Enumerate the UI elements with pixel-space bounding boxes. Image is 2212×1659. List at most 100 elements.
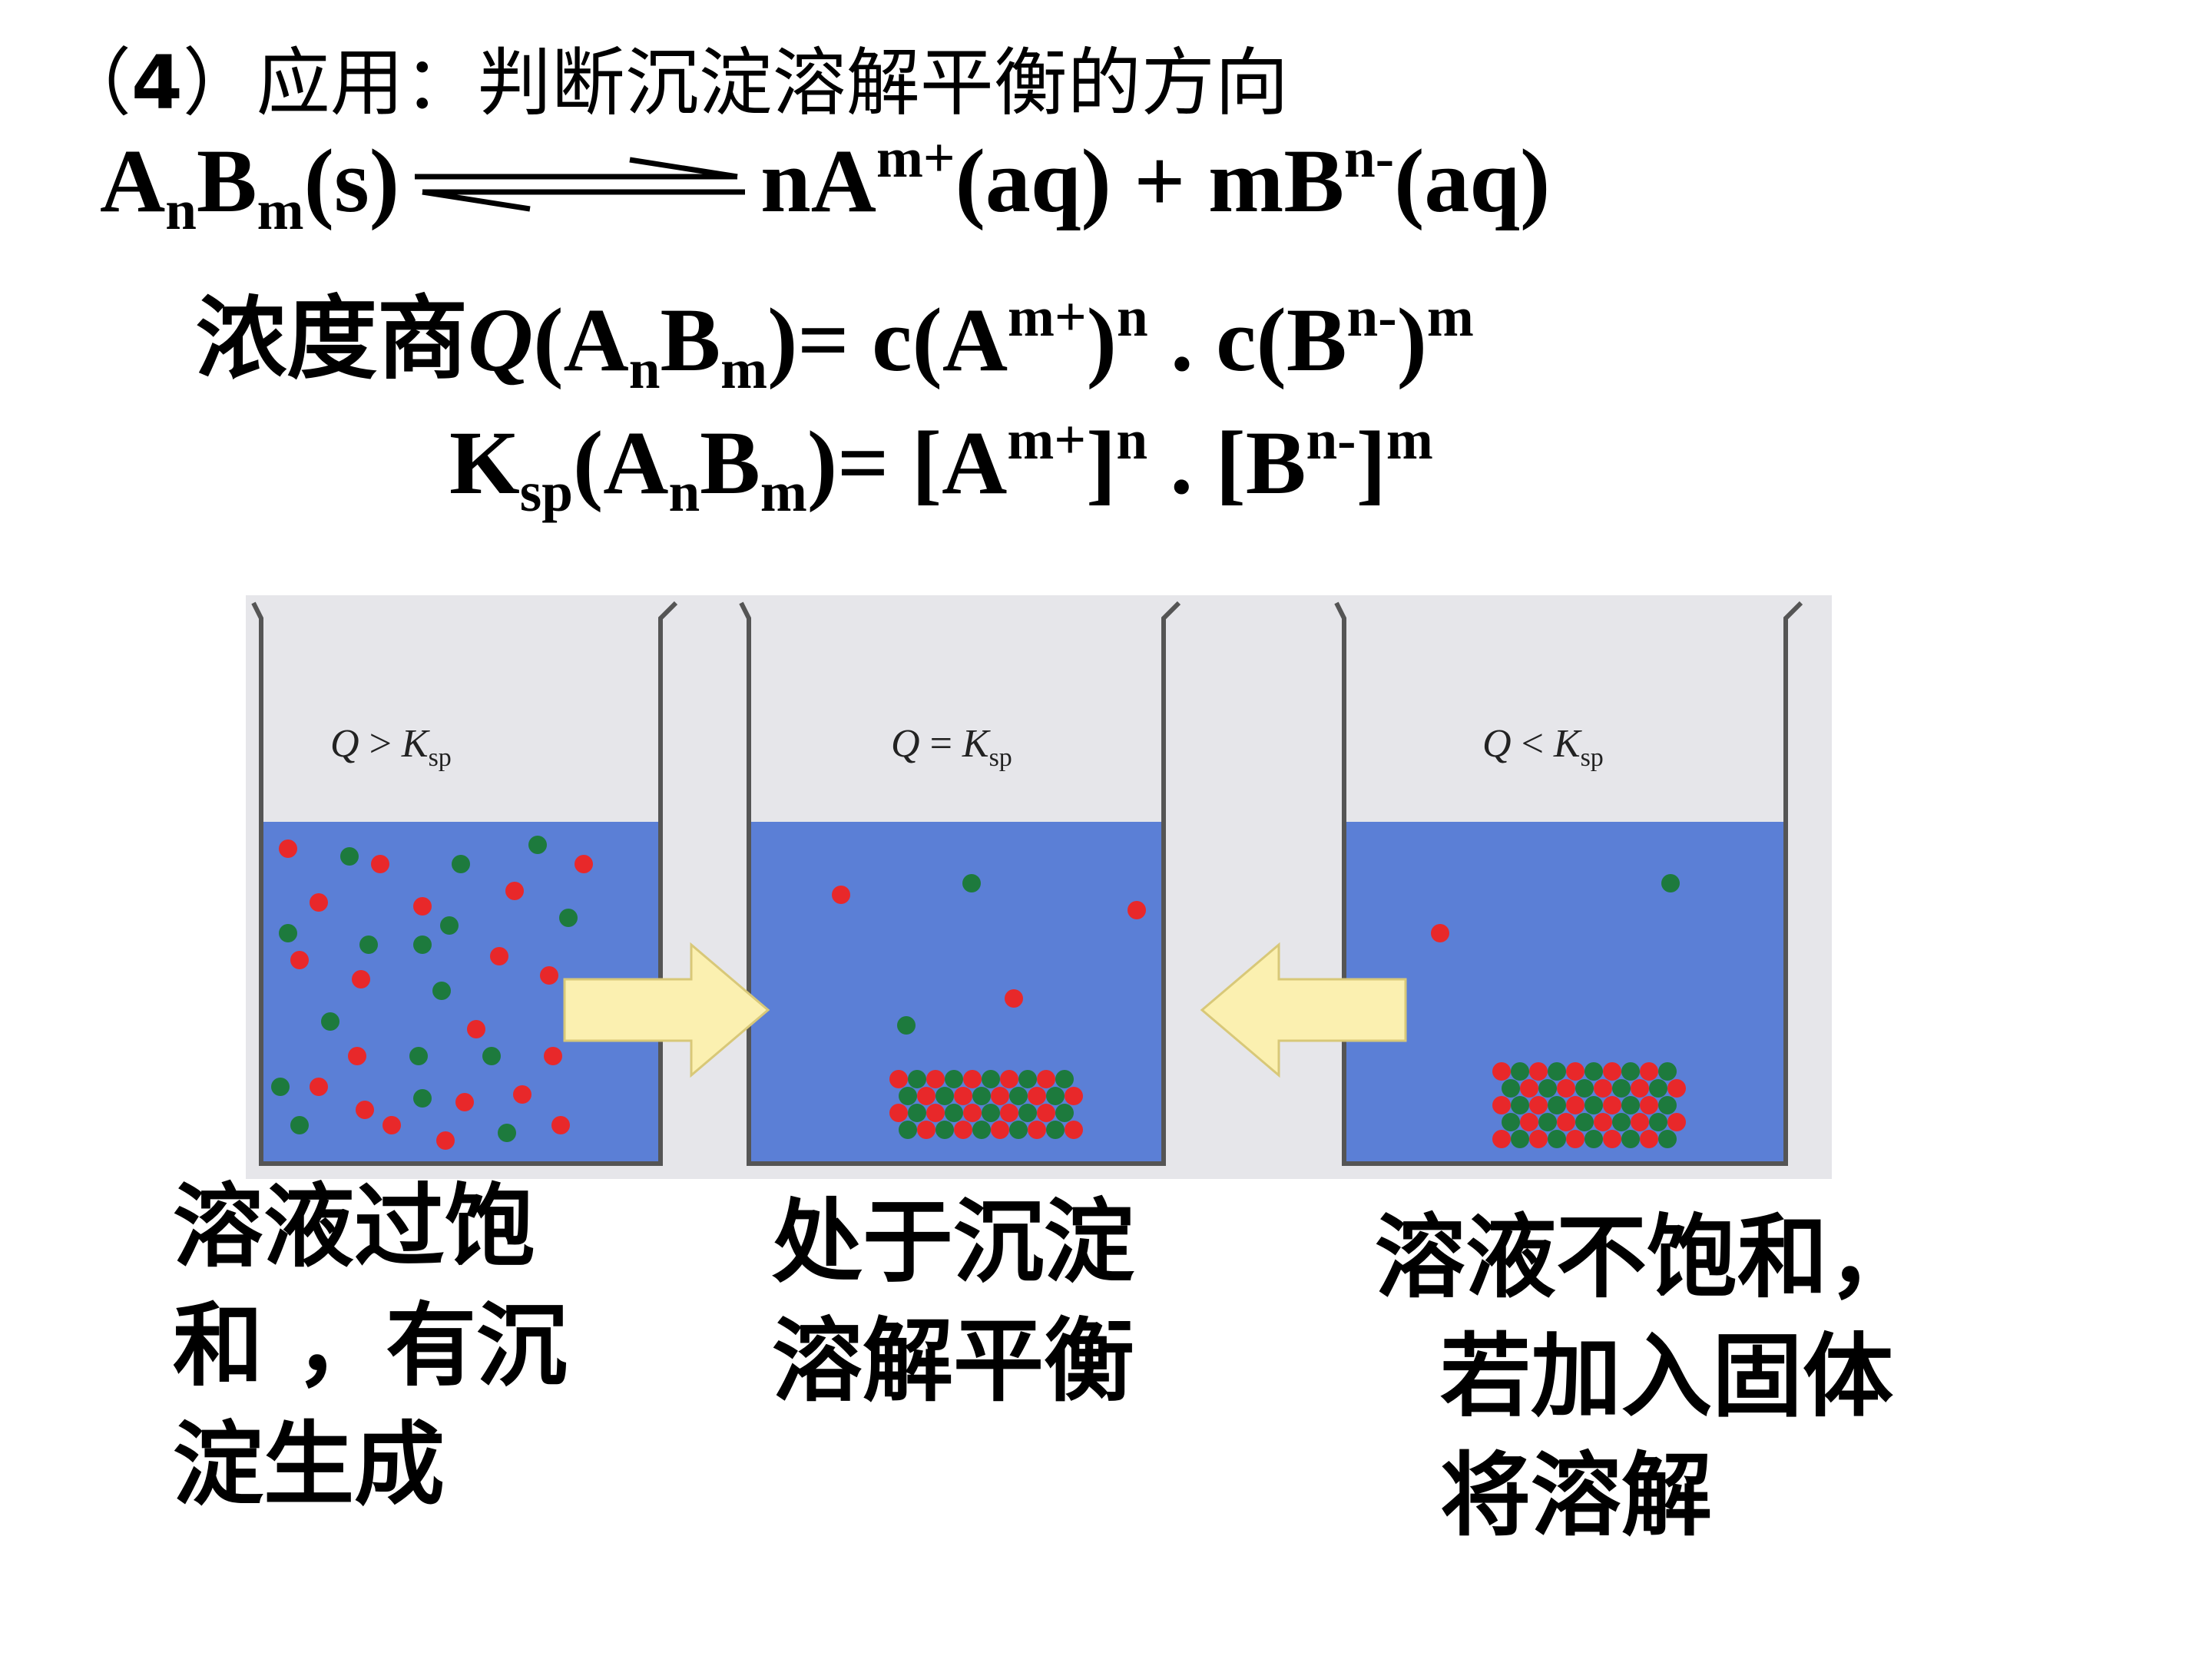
precipitate-particle bbox=[1065, 1087, 1083, 1105]
caption-equilibrium: 处于沉淀 溶解平衡 bbox=[772, 1189, 1135, 1414]
anion-dot bbox=[271, 1078, 290, 1096]
precipitate-particle bbox=[1018, 1104, 1037, 1122]
cation-dot bbox=[310, 893, 328, 912]
cation-dot bbox=[371, 855, 389, 873]
anion-dot bbox=[321, 1012, 339, 1031]
cation-dot bbox=[1431, 924, 1449, 942]
precipitate-particle bbox=[1548, 1096, 1566, 1114]
anion-dot bbox=[279, 924, 297, 942]
precipitate-particle bbox=[889, 1104, 908, 1122]
ksp-expression: Ksp(AnBm)= [Am+]n . [Bn-]m bbox=[449, 408, 1433, 524]
equilibrium-arrow-icon bbox=[415, 157, 746, 212]
precipitate-particle bbox=[1667, 1079, 1686, 1098]
cation-dot bbox=[540, 966, 558, 985]
precipitate-particle bbox=[954, 1121, 972, 1139]
section-heading: （4）应用：判断沉淀溶解平衡的方向 bbox=[58, 40, 1289, 126]
precipitate-particle bbox=[926, 1104, 945, 1122]
precipitate-particle bbox=[1511, 1130, 1529, 1148]
precipitate-particle bbox=[917, 1087, 935, 1105]
precipitate-particle bbox=[1640, 1062, 1658, 1081]
beaker-3: Q < Ksp bbox=[1334, 601, 1803, 1166]
precipitate-particle bbox=[1046, 1121, 1065, 1139]
precipitate-particle bbox=[1594, 1113, 1612, 1131]
beaker-diagram: Q > Ksp Q = Ksp Q < Ksp bbox=[246, 595, 1832, 1179]
beaker-2: Q = Ksp bbox=[739, 601, 1181, 1166]
cation-dot bbox=[551, 1116, 570, 1134]
precipitate-particle bbox=[1492, 1096, 1511, 1114]
precipitate-particle bbox=[1621, 1062, 1640, 1081]
anion-dot bbox=[559, 909, 578, 927]
precipitate-particle bbox=[1667, 1113, 1686, 1131]
cation-dot bbox=[513, 1085, 531, 1104]
precipitate-particle bbox=[1603, 1096, 1621, 1114]
beaker-3-precipitate bbox=[1492, 1062, 1686, 1148]
precipitate-particle bbox=[1511, 1096, 1529, 1114]
precipitate-particle bbox=[926, 1070, 945, 1088]
anion-dot bbox=[413, 1089, 432, 1108]
precipitate-particle bbox=[991, 1121, 1009, 1139]
cation-dot bbox=[310, 1078, 328, 1096]
precipitate-particle bbox=[917, 1121, 935, 1139]
right-arrow-icon bbox=[563, 942, 770, 1078]
cation-dot bbox=[348, 1047, 366, 1065]
precipitate-particle bbox=[1649, 1113, 1667, 1131]
cation-dot bbox=[490, 947, 508, 965]
precipitate-particle bbox=[991, 1087, 1009, 1105]
precipitate-particle bbox=[1658, 1062, 1677, 1081]
beaker-1-condition: Q > Ksp bbox=[330, 722, 452, 772]
precipitate-particle bbox=[1566, 1130, 1584, 1148]
precipitate-particle bbox=[1028, 1121, 1046, 1139]
precipitate-particle bbox=[1575, 1113, 1594, 1131]
precipitate-particle bbox=[1492, 1062, 1511, 1081]
dissolution-equilibrium-equation: AnBm(s) nAm+(aq) + mBn-(aq) bbox=[100, 126, 1551, 242]
precipitate-particle bbox=[982, 1104, 1000, 1122]
cation-dot bbox=[544, 1047, 562, 1065]
cation-dot bbox=[1128, 901, 1146, 919]
cation-dot bbox=[356, 1101, 374, 1119]
anion-dot bbox=[440, 916, 459, 935]
precipitate-particle bbox=[1603, 1130, 1621, 1148]
precipitate-particle bbox=[889, 1070, 908, 1088]
precipitate-particle bbox=[1649, 1079, 1667, 1098]
precipitate-particle bbox=[1557, 1113, 1575, 1131]
precipitate-particle bbox=[1502, 1113, 1520, 1131]
cation-dot bbox=[1005, 989, 1023, 1008]
anion-dot bbox=[962, 874, 981, 892]
precipitate-particle bbox=[1018, 1070, 1037, 1088]
precipitate-particle bbox=[1603, 1062, 1621, 1081]
ion-product-expression: 浓度商Q(AnBm)= c(Am+)n . c(Bn-)m bbox=[196, 285, 1474, 401]
beaker-3-ions bbox=[1431, 874, 1680, 942]
anion-dot bbox=[340, 847, 359, 866]
anion-dot bbox=[528, 836, 547, 854]
precipitate-particle bbox=[1621, 1130, 1640, 1148]
precipitate-particle bbox=[1055, 1104, 1074, 1122]
cation-dot bbox=[832, 886, 850, 904]
precipitate-particle bbox=[972, 1087, 991, 1105]
cation-dot bbox=[352, 970, 370, 988]
precipitate-particle bbox=[935, 1087, 954, 1105]
cation-dot bbox=[436, 1131, 455, 1150]
beaker-2-ions bbox=[832, 874, 1146, 1035]
precipitate-particle bbox=[1000, 1070, 1018, 1088]
precipitate-particle bbox=[1566, 1096, 1584, 1114]
caption-supersaturated: 溶液过饱 和 ，有沉 淀生成 bbox=[173, 1174, 568, 1518]
precipitate-particle bbox=[1511, 1062, 1529, 1081]
precipitate-particle bbox=[1631, 1113, 1649, 1131]
anion-dot bbox=[409, 1047, 428, 1065]
section-number: 4 bbox=[131, 40, 183, 126]
precipitate-particle bbox=[1594, 1079, 1612, 1098]
precipitate-particle bbox=[1009, 1121, 1028, 1139]
precipitate-particle bbox=[1492, 1130, 1511, 1148]
precipitate-particle bbox=[1584, 1096, 1603, 1114]
precipitate-particle bbox=[972, 1121, 991, 1139]
cation-dot bbox=[455, 1093, 474, 1111]
precipitate-particle bbox=[908, 1104, 926, 1122]
precipitate-particle bbox=[945, 1104, 963, 1122]
anion-dot bbox=[413, 935, 432, 954]
precipitate-particle bbox=[1009, 1087, 1028, 1105]
beaker-1-ions bbox=[271, 836, 593, 1150]
anion-dot bbox=[432, 982, 451, 1000]
anion-dot bbox=[359, 935, 378, 954]
precipitate-particle bbox=[1640, 1130, 1658, 1148]
cation-dot bbox=[505, 882, 524, 900]
